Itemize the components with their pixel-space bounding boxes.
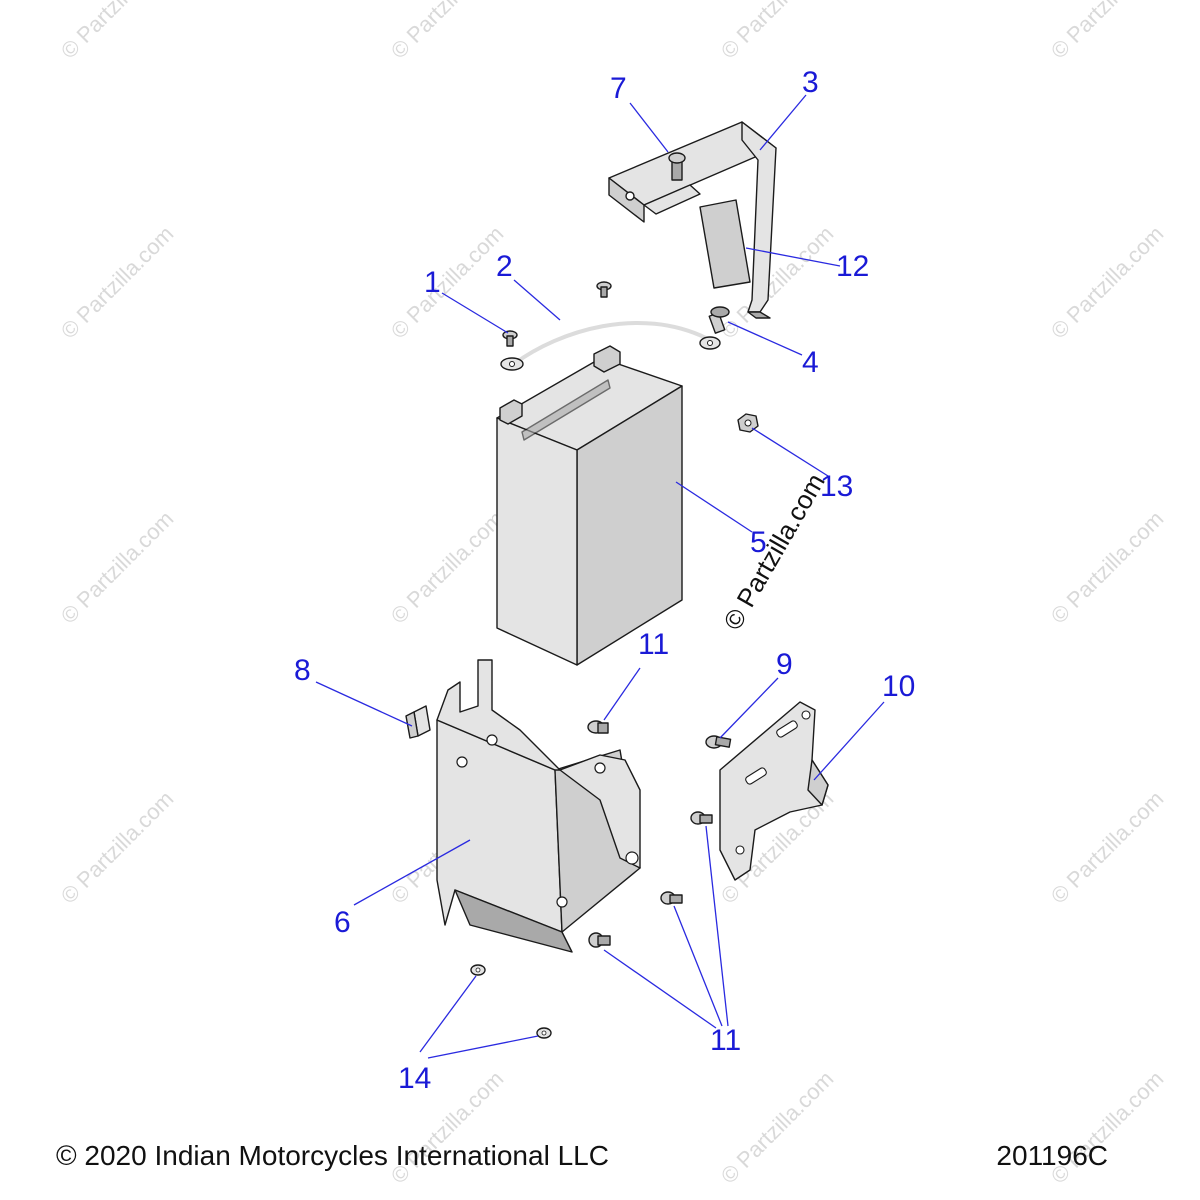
callout-14: 14 — [398, 1062, 431, 1095]
drawing-number: 201196C — [996, 1140, 1108, 1171]
part-6-battery-tray — [436, 659, 641, 953]
part-14-washer — [470, 964, 486, 976]
watermark: © Partzilla.com — [56, 0, 179, 64]
part-5-battery — [496, 345, 683, 666]
watermark: © Partzilla.com — [1046, 0, 1169, 64]
part-13-nut — [737, 413, 759, 433]
leader-lines — [315, 94, 885, 1059]
part-11-bolt — [588, 932, 611, 948]
callout-8: 8 — [294, 654, 311, 687]
watermark: © Partzilla.com — [1046, 786, 1169, 909]
callout-4: 4 — [802, 346, 819, 379]
part-1-screw — [502, 330, 518, 347]
callout-2: 2 — [496, 250, 513, 283]
callout-7: 7 — [610, 72, 627, 105]
part-11-bolt-upper — [587, 720, 609, 734]
watermark: © Partzilla.com — [1046, 506, 1169, 629]
watermark: © Partzilla.com — [56, 506, 179, 629]
callout-11-lower: 11 — [710, 1024, 741, 1057]
watermark: © Partzilla.com — [386, 0, 509, 64]
callout-3: 3 — [802, 66, 819, 99]
part-2-battery-cable — [500, 320, 721, 371]
watermark: © Partzilla.com — [1046, 221, 1169, 344]
callout-11-upper: 11 — [638, 628, 669, 661]
watermark: © Partzilla.com — [386, 506, 509, 629]
watermark: © Partzilla.com — [386, 221, 509, 344]
callout-13: 13 — [820, 470, 853, 503]
watermark: © Partzilla.com — [716, 0, 839, 64]
watermark: © Partzilla.com — [56, 221, 179, 344]
callout-10: 10 — [882, 670, 915, 703]
part-3-battery-strap — [608, 121, 777, 319]
callout-5: 5 — [750, 526, 767, 559]
watermark-prominent: © Partzilla.com — [717, 468, 831, 635]
part-8-clip-nut — [405, 705, 431, 739]
callout-12: 12 — [836, 250, 869, 283]
part-11-bolt — [690, 811, 713, 825]
part-7-bolt — [625, 152, 686, 201]
part-11-bolt — [660, 891, 683, 905]
callout-9: 9 — [776, 648, 793, 681]
callout-1: 1 — [424, 266, 441, 299]
watermark: © Partzilla.com — [56, 786, 179, 909]
part-10-bracket — [719, 701, 829, 881]
part-14-washer — [536, 1027, 552, 1039]
callout-labels: 1 2 3 4 5 6 7 8 9 10 11 11 12 13 14 — [294, 66, 915, 1095]
part-12-strap-pad — [699, 199, 751, 289]
part-4-bolt — [708, 306, 730, 334]
callout-6: 6 — [334, 906, 351, 939]
part-9-bolt — [705, 735, 732, 749]
copyright-notice: © 2020 Indian Motorcycles International … — [56, 1140, 609, 1171]
loose-screw — [596, 281, 612, 298]
watermark: © Partzilla.com — [716, 1066, 839, 1189]
